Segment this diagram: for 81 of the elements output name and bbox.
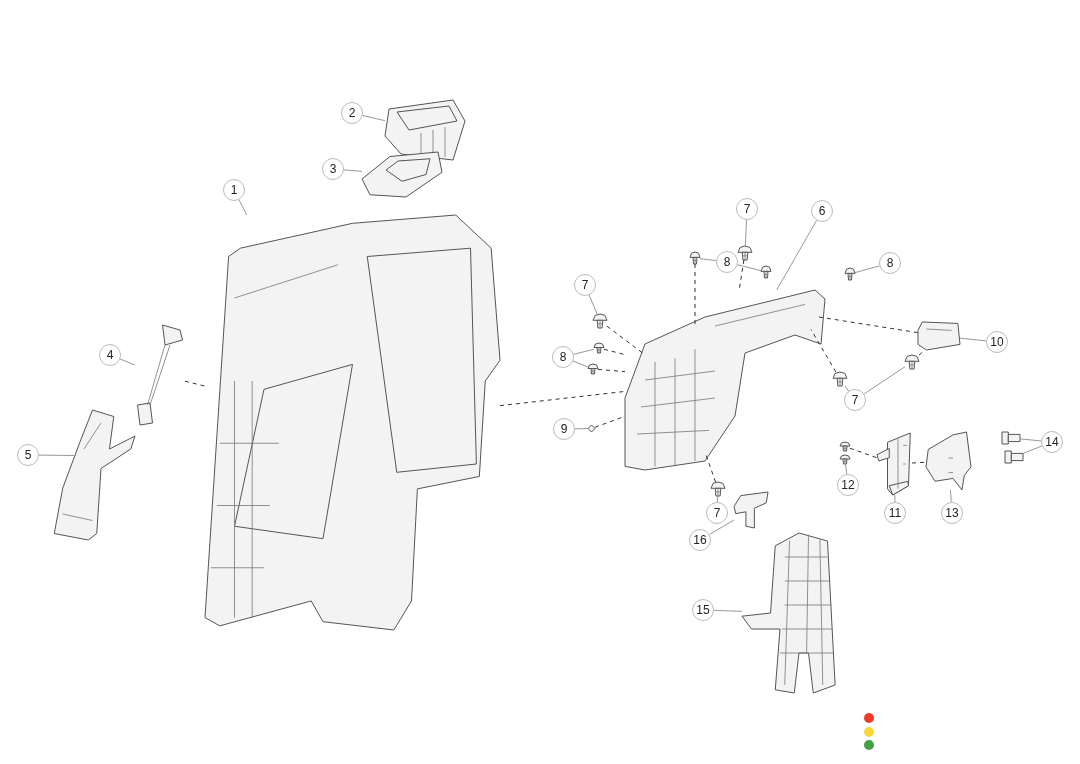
screw-drawing [1005, 451, 1023, 463]
clip-drawing [840, 442, 850, 451]
callout-number: 7 [844, 389, 866, 411]
leader-line [1022, 445, 1043, 454]
leader-line [744, 219, 747, 247]
leader-line [713, 609, 743, 612]
assembly-line [738, 259, 745, 291]
leader-line [588, 294, 598, 315]
callout-number: 13 [941, 502, 963, 524]
leader-line [776, 220, 817, 291]
callout-number: 8 [879, 252, 901, 274]
clip-drawing [593, 314, 607, 328]
leader-line [894, 494, 896, 503]
hook-drawing [734, 492, 768, 528]
assembly-line [810, 329, 837, 373]
clip-drawing [761, 266, 771, 278]
leader-line [716, 495, 719, 503]
callout-number: 5 [17, 444, 39, 466]
cable-drawing [135, 325, 185, 425]
leader-line [844, 385, 850, 392]
leader-line [709, 519, 735, 535]
clip-drawing [845, 268, 855, 280]
clip-drawing [905, 355, 919, 369]
leader-line [845, 463, 848, 475]
leader-line [119, 358, 136, 366]
clip-drawing [840, 455, 850, 464]
leader-line [574, 428, 589, 430]
callout-number: 10 [986, 331, 1008, 353]
callout-number: 2 [341, 102, 363, 124]
assembly-line [849, 447, 878, 459]
leader-line [343, 169, 363, 172]
callout-number: 3 [322, 158, 344, 180]
callout-number: 12 [837, 474, 859, 496]
clip-drawing [833, 372, 847, 386]
side-trim-panel-drawing [205, 215, 500, 630]
hook-drawing [877, 433, 912, 495]
callout-number: 9 [553, 418, 575, 440]
assembly-line [603, 348, 626, 356]
grille-panel-drawing [742, 533, 837, 693]
bracket-drawing [918, 322, 960, 350]
assembly-line [911, 461, 927, 464]
callout-number: 15 [692, 599, 714, 621]
clip-drawing [690, 252, 700, 264]
callout-number: 7 [574, 274, 596, 296]
clip-drawing [594, 343, 604, 353]
clip-drawing [711, 482, 725, 496]
callout-number: 7 [706, 502, 728, 524]
callout-number: 8 [552, 346, 574, 368]
assembly-line [918, 349, 925, 356]
leader-line [38, 454, 76, 456]
leader-line [854, 265, 880, 274]
callout-number: 8 [716, 251, 738, 273]
clip-drawing [588, 364, 598, 374]
assembly-line [694, 263, 696, 327]
bezel-drawing [362, 152, 442, 197]
leader-line [572, 360, 589, 368]
clip-drawing [738, 246, 752, 260]
leader-line [699, 258, 717, 262]
screw-drawing [1002, 432, 1020, 444]
assembly-line [597, 368, 626, 373]
leader-line [573, 348, 595, 355]
assembly-line [818, 316, 919, 334]
leader-line [1019, 438, 1042, 442]
leader-line [959, 337, 987, 342]
inner-panel-drawing [625, 290, 825, 470]
callout-number: 4 [99, 344, 121, 366]
callout-number: 14 [1041, 431, 1063, 453]
callout-number: 1 [223, 179, 245, 201]
leader-line [362, 115, 386, 122]
assembly-line [499, 390, 626, 407]
leader-line [737, 264, 762, 272]
assembly-line [184, 380, 206, 387]
leader-line [863, 366, 906, 395]
callout-number: 6 [811, 200, 833, 222]
cover-drawing [926, 432, 971, 490]
leader-line [949, 489, 952, 503]
leader-line [238, 199, 248, 216]
callout-number: 7 [736, 198, 758, 220]
callout-number: 11 [884, 502, 906, 524]
nut-drawing [588, 425, 595, 432]
callout-number: 16 [689, 529, 711, 551]
